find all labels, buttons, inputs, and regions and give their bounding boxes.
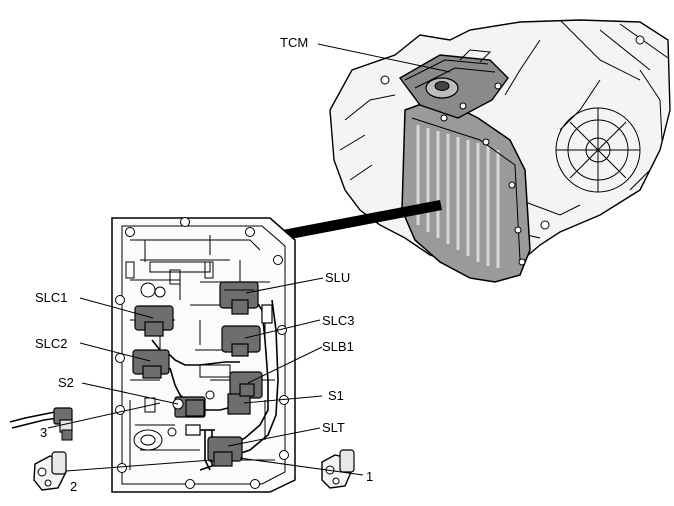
label-s1: S1 (328, 388, 344, 403)
label-slc3: SLC3 (322, 313, 355, 328)
sensor-part-2 (33, 451, 67, 491)
label-s2: S2 (58, 375, 74, 390)
sensor-part-1 (321, 449, 355, 489)
leader-lines (47, 43, 451, 476)
label-part-3: 3 (40, 425, 47, 440)
label-slu: SLU (325, 270, 350, 285)
tcm-module (398, 49, 509, 119)
label-slc1: SLC1 (35, 290, 68, 305)
solenoid-slc3 (221, 325, 261, 357)
label-tcm: TCM (280, 35, 308, 50)
label-slt: SLT (322, 420, 345, 435)
solenoid-slu (219, 281, 259, 315)
label-part-1: 1 (366, 469, 373, 484)
solenoid-slc2 (132, 349, 170, 379)
oil-pan (401, 97, 531, 283)
solenoid-s2 (172, 396, 206, 418)
solenoid-slt (207, 436, 243, 467)
callout-wedge (272, 200, 442, 242)
label-part-2: 2 (70, 479, 77, 494)
label-slb1: SLB1 (322, 339, 354, 354)
solenoid-slb1 (227, 371, 263, 415)
solenoid-slc1 (134, 305, 174, 337)
label-slc2: SLC2 (35, 336, 68, 351)
